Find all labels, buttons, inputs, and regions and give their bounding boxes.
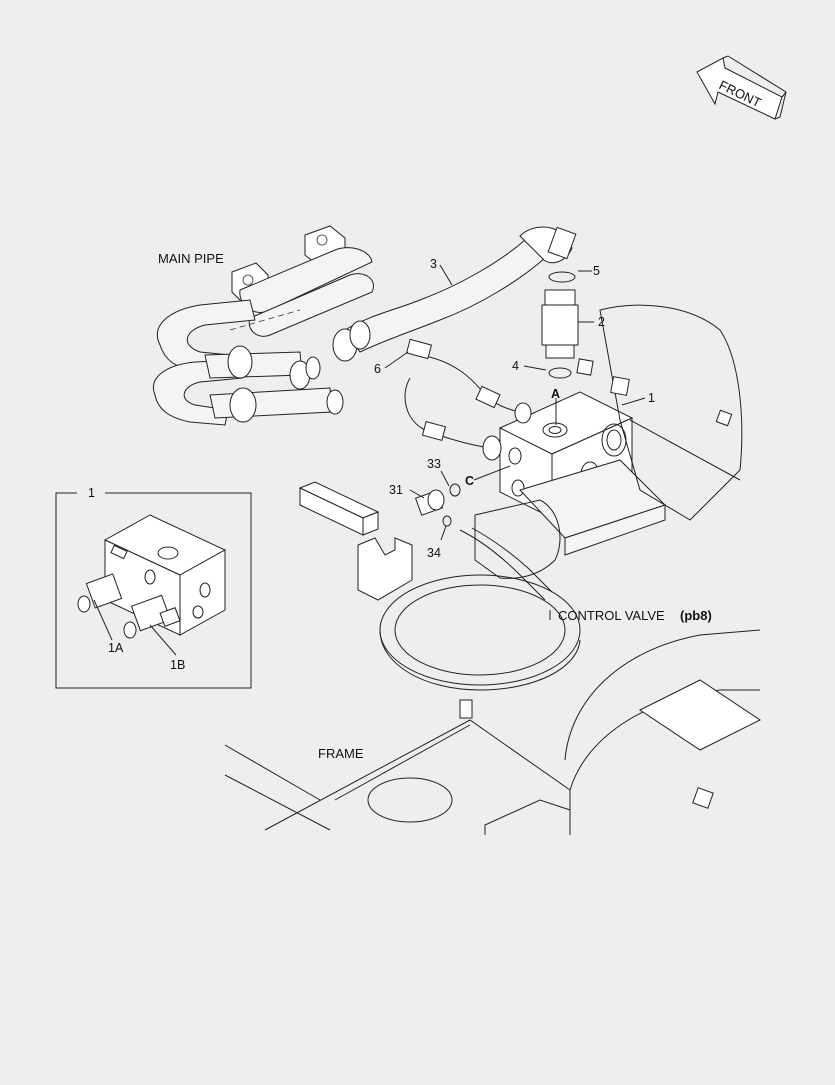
detail-valve-block	[77, 514, 227, 639]
main-pipe-assembly	[153, 225, 374, 426]
detail-inset	[55, 492, 252, 689]
callout-4: 4	[512, 359, 519, 373]
detail-1a-label: 1A	[108, 641, 124, 655]
control-valve-label: CONTROL VALVE	[558, 608, 665, 623]
callout-31: 31	[389, 483, 403, 497]
callout-1: 1	[648, 391, 655, 405]
callout-33: 33	[427, 457, 441, 471]
port-a-label: A	[551, 387, 560, 401]
frame-structure	[224, 629, 761, 835]
callout-3: 3	[430, 257, 437, 271]
detail-item-label: 1	[88, 486, 95, 500]
callout-34: 34	[427, 546, 441, 560]
front-direction-arrow: FRONT	[696, 55, 787, 120]
callout-5: 5	[593, 264, 600, 278]
swing-ring	[379, 574, 581, 691]
fitting-31-group	[414, 483, 461, 527]
hose-3	[332, 226, 577, 362]
callout-2: 2	[598, 315, 605, 329]
main-pipe-label: MAIN PIPE	[158, 251, 224, 266]
fitting-stack	[541, 271, 579, 379]
port-c-label: C	[465, 474, 474, 488]
leader-lines	[93, 264, 646, 656]
detail-1b-label: 1B	[170, 658, 185, 672]
frame-label: FRAME	[318, 746, 364, 761]
control-valve-ref: (pb8)	[680, 608, 712, 623]
labels: MAIN PIPE CONTROL VALVE (pb8) FRAME 3 5 …	[88, 251, 712, 761]
harness-6	[404, 338, 532, 461]
mount-structure	[459, 304, 743, 601]
callout-6: 6	[374, 362, 381, 376]
spacer-blocks	[298, 481, 413, 601]
